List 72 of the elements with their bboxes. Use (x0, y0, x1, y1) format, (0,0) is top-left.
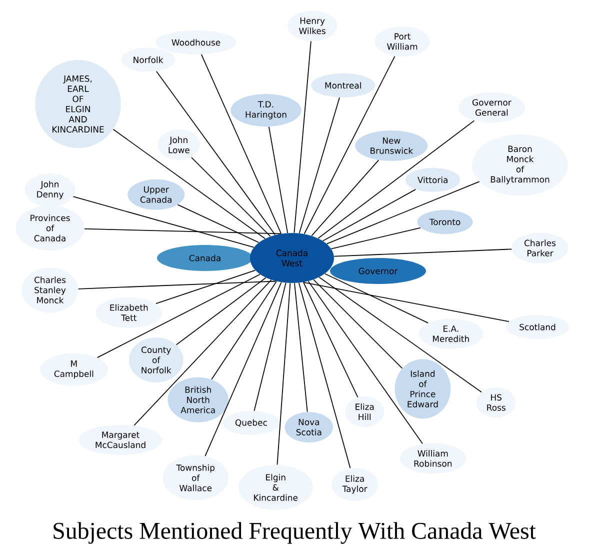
chart-title: Subjects Mentioned Frequently With Canada West (54, 522, 536, 544)
topic-bubble: Provinces of Canada (16, 205, 84, 251)
topic-bubble: Norfolk (120, 48, 176, 72)
topic-bubble: County of Norfolk (128, 338, 184, 382)
topic-bubble: E.A. Meredith (418, 318, 484, 349)
topic-bubble: Quebec (222, 411, 280, 435)
connector-line (72, 196, 254, 248)
topic-bubble: John Lowe (158, 130, 200, 160)
topic-bubble: Henry Wilkes (287, 10, 338, 42)
connector-line (211, 280, 277, 380)
connector-line (134, 280, 272, 426)
connector-line (308, 280, 423, 444)
connector-line (304, 56, 396, 234)
connector-line (96, 274, 260, 358)
topic-bubble: Township of Wallace (162, 455, 229, 500)
topic-bubble: Vittoria (405, 168, 460, 192)
topic-bubble: Baron Monck of Ballytrammon (472, 134, 568, 196)
topic-bubble: Charles Stanley Monck (22, 267, 78, 313)
topic-bubble: Eliza Hill (345, 396, 384, 427)
topic-bubble: Toronto (417, 210, 473, 234)
connector-line (318, 276, 482, 393)
connector-line (78, 280, 276, 290)
connector-line (204, 282, 282, 456)
topic-bubble: Governor (330, 258, 426, 284)
connector-line (294, 40, 312, 234)
topic-bubble: Canada (157, 245, 253, 271)
topic-bubble: New Brunswick (355, 130, 428, 161)
connector-line (303, 282, 358, 398)
topic-bubble: British North America (168, 377, 228, 422)
topic-bubble: Scotland (506, 315, 570, 339)
topic-bubble: Elizabeth Tett (96, 297, 162, 328)
connector-line (298, 97, 340, 234)
connector-line (176, 277, 266, 346)
connector-line (268, 126, 288, 234)
topic-bubble: M Campbell (40, 353, 108, 386)
connector-line (84, 228, 282, 234)
topic-bubble: Charles Parker (512, 232, 568, 264)
connector-line (311, 160, 380, 236)
connector-line (294, 282, 308, 412)
connector-line (156, 270, 256, 304)
topic-bubble: Elgin & Kincardine (238, 464, 313, 510)
topic-bubble: John Denny (24, 173, 76, 206)
topic-bubble: JAMES, EARL OF ELGIN AND KINCARDINE (35, 60, 121, 148)
topic-bubble: Eliza Taylor (331, 468, 378, 501)
topic-bubble: HS Ross (476, 387, 516, 418)
connector-line (200, 54, 282, 234)
connector-line (324, 273, 429, 324)
central-bubble: Canada West (250, 233, 334, 283)
connector-line (322, 189, 416, 242)
connector-line (177, 204, 260, 243)
connector-line (191, 157, 271, 237)
topic-bubble: Montreal (311, 73, 376, 98)
topic-bubble: Island of Prince Edward (394, 359, 451, 419)
connector-line (318, 120, 475, 239)
topic-bubble: T.D. Harington (230, 94, 302, 127)
topic-bubble: Upper Canada (128, 179, 185, 210)
topic-bubble: Governor General (458, 92, 526, 123)
topic-bubble: William Robinson (400, 443, 466, 474)
connector-line (313, 279, 403, 369)
topic-bubble: Nova Scotia (284, 412, 333, 442)
connector-line (298, 282, 351, 469)
connector-line (302, 282, 510, 322)
topic-bubble: Woodhouse (156, 30, 236, 54)
connector-line (276, 282, 291, 466)
connector-line (112, 128, 266, 240)
connector-line (330, 227, 421, 250)
topic-bubble: Port William (374, 26, 430, 57)
connector-line (334, 248, 512, 257)
topic-bubble: Margaret McCausland (78, 424, 162, 456)
connector-line (326, 181, 480, 244)
connector-line (156, 70, 276, 236)
connector-line (254, 282, 286, 412)
